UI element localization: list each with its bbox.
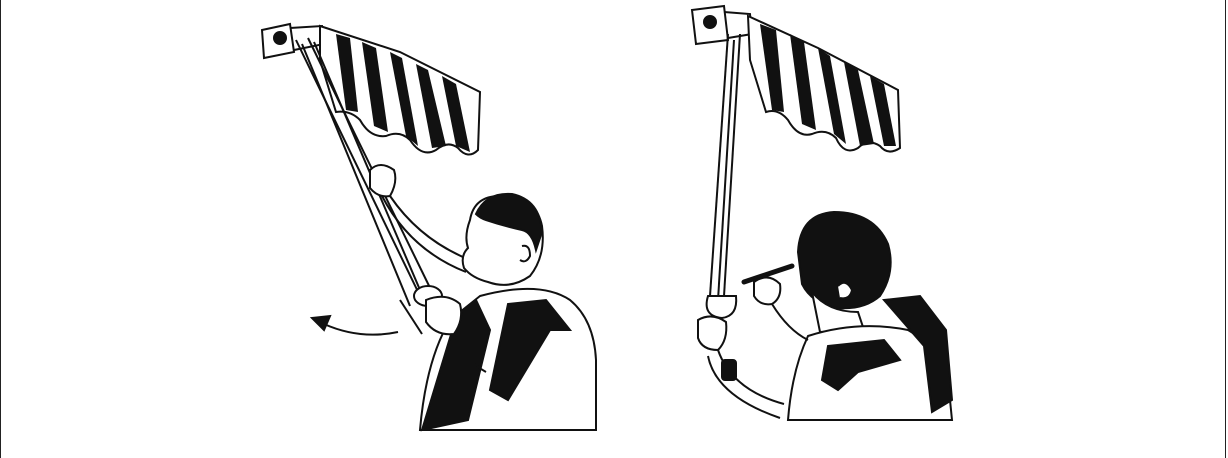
awning-canopy-icon — [748, 16, 900, 152]
worker-icon — [698, 212, 952, 420]
wall-bracket-icon — [692, 6, 752, 44]
awning-arm-icon — [707, 34, 740, 318]
worker-icon — [370, 165, 596, 430]
left-illustration — [250, 0, 610, 440]
right-illustration — [688, 0, 978, 440]
rotate-arrow-icon — [312, 316, 398, 335]
awning-canopy-icon — [320, 26, 480, 155]
